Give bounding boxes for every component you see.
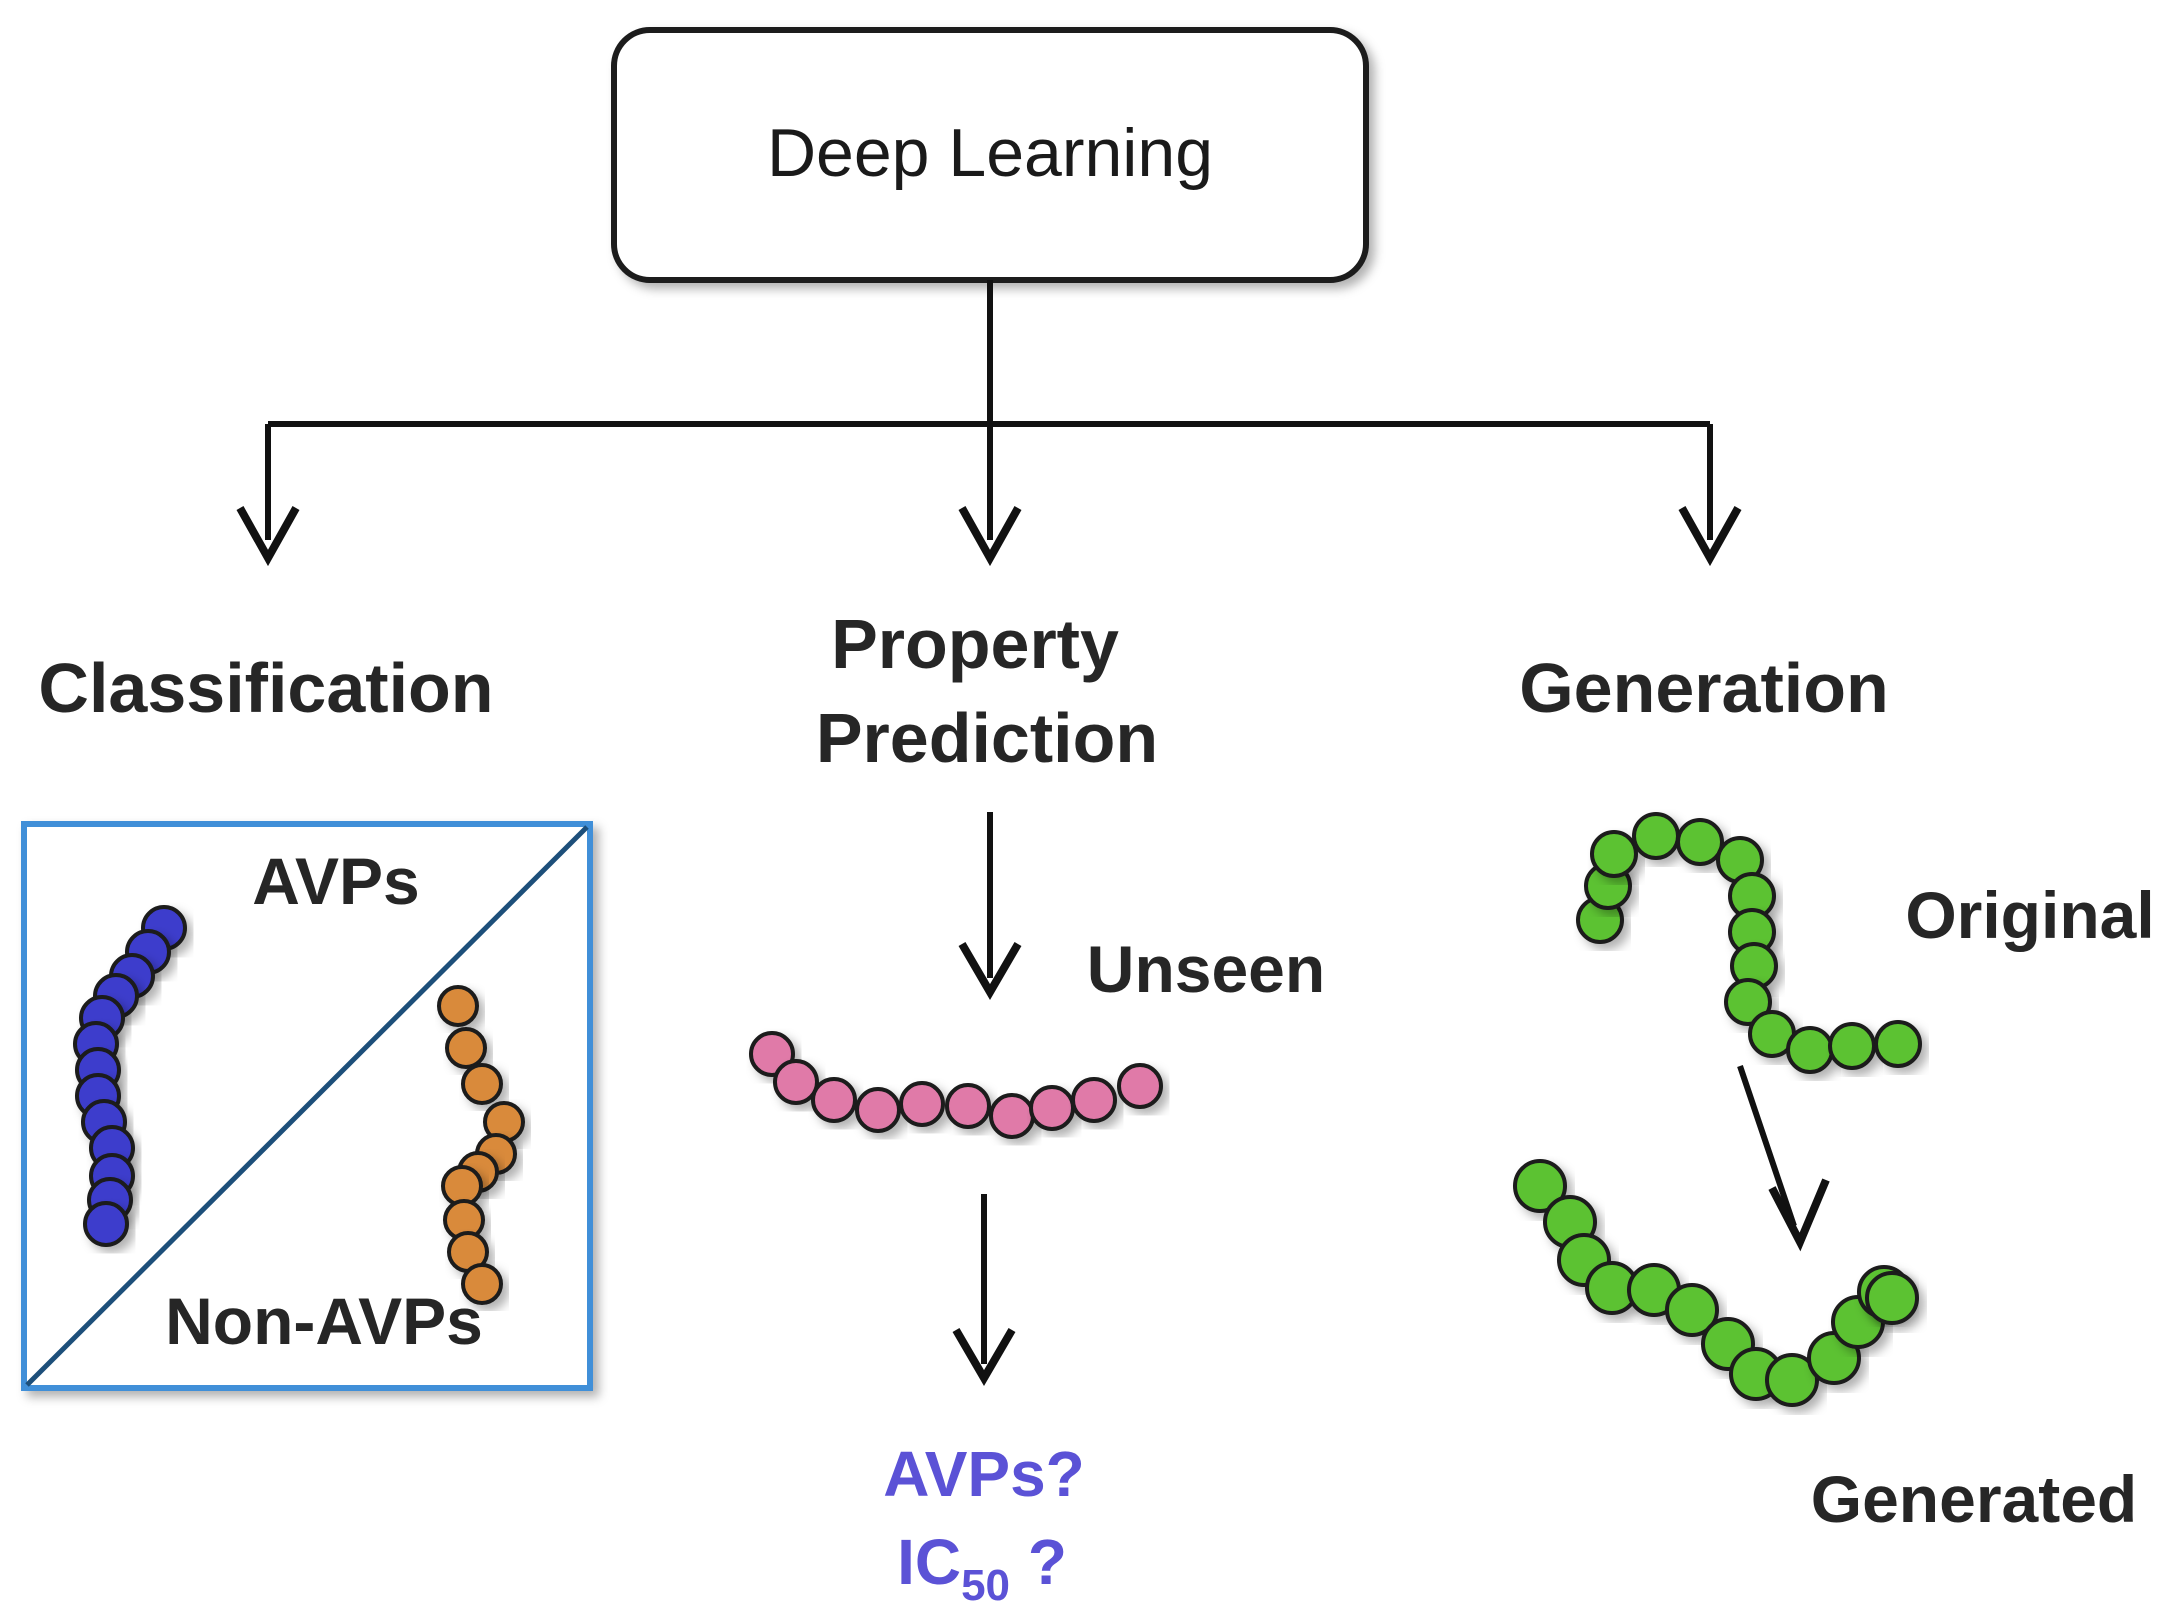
property-label-line2: Prediction (816, 699, 1158, 777)
original-bead (1828, 1022, 1876, 1070)
generation-arrowhead (1768, 1178, 1830, 1252)
unseen-bead (773, 1059, 819, 1105)
original-bead (1786, 1026, 1834, 1074)
prediction-arrowhead (958, 506, 1022, 567)
non-avp-bead (461, 1063, 503, 1105)
avp-chain (73, 905, 187, 1247)
unseen-bead (1117, 1063, 1163, 1109)
ic-text: IC (897, 1526, 961, 1598)
generated-label: Generated (1811, 1462, 2137, 1536)
non-avp-bead (437, 985, 479, 1027)
prediction-flow: Unseen AVPs? IC50 ? (749, 812, 1325, 1610)
generated-bead (1765, 1353, 1819, 1407)
ic-subscript: 50 (961, 1561, 1010, 1610)
generated-bead (1865, 1271, 1919, 1325)
classification-arrowhead (236, 506, 300, 567)
original-bead (1724, 978, 1772, 1026)
avp-bead (83, 1201, 129, 1247)
root-node-label: Deep Learning (767, 115, 1213, 191)
tree-arrowheads (236, 506, 1742, 567)
unseen-bead (811, 1077, 857, 1123)
generated-bead (1665, 1283, 1719, 1337)
generated-chain (1513, 1159, 1919, 1407)
classification-divider (25, 825, 589, 1387)
property-label-line1: Property (831, 605, 1119, 683)
prediction-output-arrowhead (952, 1327, 1016, 1386)
unseen-bead (1029, 1085, 1075, 1131)
non-avps-class-label: Non-AVPs (165, 1284, 483, 1358)
generation-flow: Original Generated (1513, 812, 2155, 1536)
non-avp-bead (445, 1027, 487, 1069)
generation-label: Generation (1519, 649, 1889, 727)
ic-question-mark: ? (1010, 1526, 1067, 1598)
original-label: Original (1905, 878, 2154, 952)
non-avp-bead (461, 1263, 503, 1305)
original-chain (1576, 812, 1922, 1074)
original-bead (1676, 818, 1724, 866)
ic50-question: IC50 ? (897, 1526, 1067, 1610)
original-bead (1590, 830, 1638, 878)
original-bead (1874, 1020, 1922, 1068)
unseen-bead (945, 1083, 991, 1129)
unseen-label: Unseen (1087, 932, 1325, 1006)
unseen-chain (749, 1031, 1163, 1139)
avps-question: AVPs? (883, 1438, 1085, 1510)
unseen-bead (989, 1093, 1035, 1139)
unseen-bead (899, 1081, 945, 1127)
root-node: Deep Learning (611, 27, 1369, 283)
generation-arrow-shaft (1737, 1065, 1797, 1227)
unseen-bead (855, 1087, 901, 1133)
unseen-bead (1071, 1077, 1117, 1123)
generated-bead (1513, 1159, 1567, 1213)
non-avp-chain (437, 985, 525, 1305)
avps-class-label: AVPs (252, 844, 420, 918)
generation-arrowhead (1678, 506, 1742, 567)
prediction-input-arrowhead (958, 941, 1022, 1000)
tree-connectors (265, 280, 1713, 540)
original-bead (1632, 812, 1680, 860)
classification-panel: AVPs Non-AVPs (21, 821, 593, 1391)
classification-label: Classification (38, 649, 493, 727)
